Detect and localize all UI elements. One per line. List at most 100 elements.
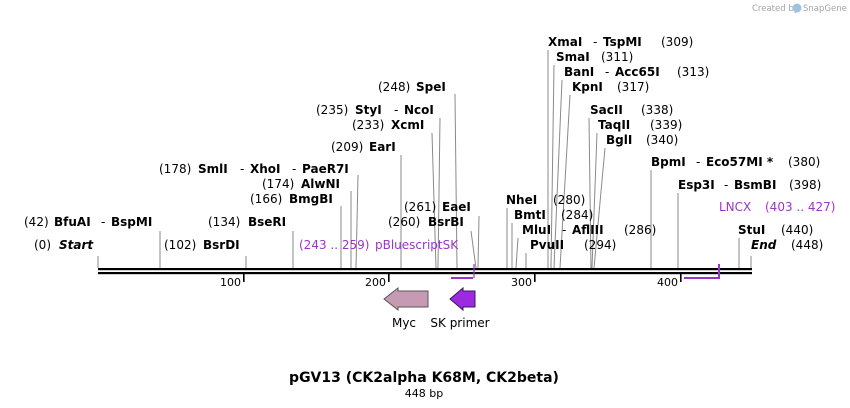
smli-position: (178) xyxy=(159,162,191,176)
end-position: (448) xyxy=(791,238,823,252)
xmai-name: XmaI xyxy=(548,35,582,49)
eaei-position: (261) xyxy=(404,200,436,214)
tick-label-200: 200 xyxy=(365,276,386,289)
pvuii-position: (294) xyxy=(584,238,616,252)
line-xcmi xyxy=(431,132,437,269)
site-esp3i[interactable]: Esp3I - BsmBI (398) xyxy=(678,178,821,192)
styi-name: StyI xyxy=(355,103,382,117)
sequence-backbone xyxy=(98,268,752,275)
ncoi-name: NcoI xyxy=(404,103,434,117)
bspmi-name: BspMI xyxy=(111,215,152,229)
site-smli[interactable]: (178) SmlI - XhoI - PaeR7I xyxy=(159,162,349,176)
site-eaei[interactable]: (261) EaeI xyxy=(404,200,471,214)
site-bmgbi[interactable]: (166) BmgBI xyxy=(250,192,333,206)
site-bpmi[interactable]: BpmI - Eco57MI * (380) xyxy=(651,155,820,169)
site-bsrbi[interactable]: (260) BsrBI xyxy=(388,215,464,229)
site-xmai[interactable]: XmaI - TspMI (309) xyxy=(548,35,693,49)
site-pvuii[interactable]: PvuII (294) xyxy=(530,238,616,252)
taqii-name: TaqII xyxy=(598,118,630,132)
site-bgli[interactable]: BglI (340) xyxy=(606,133,678,147)
site-eari[interactable]: (209) EarI xyxy=(331,140,396,154)
taqii-position: (339) xyxy=(650,118,682,132)
line-bgli xyxy=(593,147,606,269)
bsrdi-name: BsrDI xyxy=(203,238,240,252)
xcmi-position: (233) xyxy=(352,118,384,132)
site-mlui[interactable]: MluI - AflIII (286) xyxy=(522,223,656,237)
site-nhei[interactable]: NheI (280) xyxy=(506,193,585,207)
lncx-label: LNCX xyxy=(719,200,751,214)
esp3i-name: Esp3I xyxy=(678,178,715,192)
bpmi-position: (380) xyxy=(788,155,820,169)
line-sacii xyxy=(588,117,592,269)
site-taqii[interactable]: TaqII (339) xyxy=(598,118,682,132)
stui-position: (440) xyxy=(781,223,813,237)
pvuii-name: PvuII xyxy=(530,238,564,252)
site-start[interactable]: (0) Start xyxy=(34,238,94,252)
site-alwni[interactable]: (174) AlwNI xyxy=(262,177,340,191)
bfuai-separator: - xyxy=(101,215,105,229)
line-spei xyxy=(454,93,458,269)
sk-primer-label: SK primer xyxy=(430,316,489,330)
end-name: End xyxy=(751,238,777,252)
bmgbi-name: BmgBI xyxy=(289,192,333,206)
site-bani[interactable]: BanI - Acc65I (313) xyxy=(564,65,709,79)
myc-label: Myc xyxy=(392,316,416,330)
site-stui[interactable]: StuI (440) xyxy=(738,223,813,237)
nhei-name: NheI xyxy=(506,193,537,207)
line-smai xyxy=(550,64,555,269)
credit-brand: SnapGene xyxy=(803,4,847,14)
eaei-name: EaeI xyxy=(442,200,471,214)
site-smai[interactable]: SmaI (311) xyxy=(556,50,633,64)
sequence-length: 448 bp xyxy=(405,387,443,400)
xmai-separator: - xyxy=(593,35,597,49)
site-bfuai[interactable]: (42) BfuAI - BspMI xyxy=(24,215,152,229)
smai-position: (311) xyxy=(601,50,633,64)
spei-name: SpeI xyxy=(416,80,446,94)
bgli-name: BglI xyxy=(606,133,632,147)
sk-primer-arrow-icon[interactable] xyxy=(449,286,476,312)
site-bsrdi[interactable]: (102) BsrDI xyxy=(164,238,240,252)
bseri-name: BseRI xyxy=(248,215,286,229)
pbluescriptsk-label: pBluescriptSK xyxy=(375,238,459,252)
line-bsrbi xyxy=(470,230,477,269)
bani-separator: - xyxy=(605,65,609,79)
site-end[interactable]: End (448) xyxy=(751,238,823,252)
start-position: (0) xyxy=(34,238,51,252)
site-bseri[interactable]: (134) BseRI xyxy=(208,215,286,229)
feature-sk-primer[interactable]: SK primer xyxy=(430,286,490,330)
mlui-name: MluI xyxy=(522,223,551,237)
xmai-position: (309) xyxy=(661,35,693,49)
kpni-name: KpnI xyxy=(572,80,603,94)
site-spei[interactable]: (248) SpeI xyxy=(378,80,446,94)
line-kpni xyxy=(559,94,571,269)
site-styi[interactable]: (235) StyI - NcoI xyxy=(316,103,434,117)
xhoi-name: XhoI xyxy=(250,162,281,176)
site-bmti[interactable]: BmtI (284) xyxy=(514,208,593,222)
pbluescriptsk-range: (243 .. 259) xyxy=(299,238,369,252)
bgli-position: (340) xyxy=(646,133,678,147)
sacii-position: (338) xyxy=(641,103,673,117)
lncx-bracket xyxy=(684,264,720,279)
esp3i-position: (398) xyxy=(789,178,821,192)
backbone-bottom-strand xyxy=(98,272,752,275)
line-smli xyxy=(355,174,359,269)
bfuai-name: BfuAI xyxy=(54,215,91,229)
line-mlui xyxy=(515,237,519,269)
line-taqii xyxy=(591,132,598,269)
bsrbi-position: (260) xyxy=(388,215,420,229)
bani-name: BanI xyxy=(564,65,594,79)
feature-myc[interactable]: Myc xyxy=(383,286,429,330)
bmti-name: BmtI xyxy=(514,208,546,222)
site-kpni[interactable]: KpnI (317) xyxy=(572,80,649,94)
snapgene-logo-icon xyxy=(792,3,802,13)
site-xcmi[interactable]: (233) XcmI xyxy=(352,118,424,132)
bsrdi-position: (102) xyxy=(164,238,196,252)
xcmi-name: XcmI xyxy=(391,118,424,132)
smli-separator-2: - xyxy=(292,162,296,176)
site-sacii[interactable]: SacII (338) xyxy=(590,103,673,117)
sacii-name: SacII xyxy=(590,103,623,117)
myc-arrow-icon[interactable] xyxy=(383,286,429,312)
restriction-sites: (0) Start (42) BfuAI - BspMI (102) BsrDI… xyxy=(24,35,823,252)
snapgene-credit: Created by SnapGene xyxy=(752,3,847,14)
